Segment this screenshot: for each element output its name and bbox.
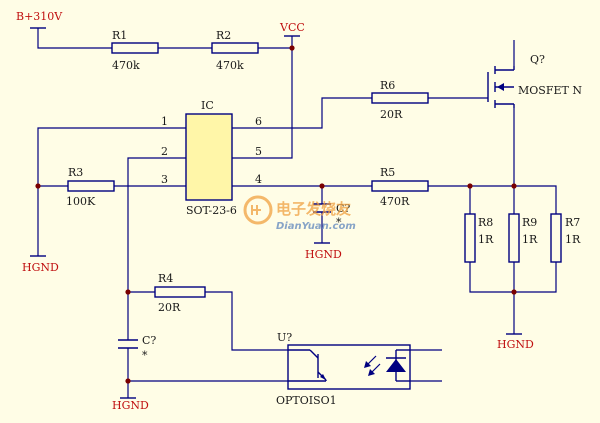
resistor-r3: R3 100K: [66, 166, 115, 208]
opto-type: OPTOISO1: [276, 394, 337, 407]
net-label-hgnd: HGND: [305, 248, 342, 261]
ic-package: SOT-23-6: [186, 204, 237, 217]
hgnd-symbol-left: HGND: [22, 255, 59, 274]
resistor-r2: R2 470k: [211, 29, 259, 72]
resistor-r1: R1 470k: [111, 29, 159, 72]
hgnd-symbol-right: HGND: [497, 333, 534, 351]
ic-pin-number: 3: [161, 173, 168, 186]
resistor-value: 470k: [216, 59, 244, 72]
resistor-r5: R5 470R: [371, 166, 429, 208]
resistor-value: 100K: [66, 195, 96, 208]
watermark-logo-icon: [243, 195, 273, 225]
resistor-ref: R5: [380, 166, 395, 179]
mosfet-n: Q? MOSFET N: [487, 53, 582, 108]
ic-sot23-6: IC SOT-23-6 1 2 3 4 5 6: [161, 99, 262, 217]
watermark: 电子发烧友 DianYuan.com: [243, 195, 356, 232]
resistor-ref: R2: [216, 29, 231, 42]
hgnd-symbol-bottom: HGND: [112, 397, 149, 412]
resistor-ref: R1: [112, 29, 127, 42]
junction-dot: [125, 378, 131, 384]
resistor-ref: R9: [522, 216, 537, 229]
net-label-hgnd: HGND: [112, 399, 149, 412]
capacitor-ref: C?: [142, 334, 156, 347]
resistor-ref: R4: [158, 272, 173, 285]
capacitor-ref: C?: [336, 202, 350, 215]
junction-dot: [511, 289, 517, 295]
ic-pin-number: 5: [255, 145, 262, 158]
junction-dot: [289, 45, 295, 51]
net-label-vcc: VCC: [279, 21, 305, 34]
resistor-r8: R8 1R: [464, 213, 494, 263]
led: [386, 349, 410, 382]
resistor-ref: R3: [68, 166, 83, 179]
capacitor-value: *: [336, 216, 342, 229]
ic-ref: IC: [201, 99, 214, 112]
resistor-r7: R7 1R: [550, 213, 581, 263]
capacitor-left: C? *: [118, 334, 156, 362]
resistor-value: 470R: [380, 195, 410, 208]
light-arrows: [364, 355, 381, 376]
ic-body: [185, 113, 233, 201]
net-label-hgnd: HGND: [22, 261, 59, 274]
junction-dot: [467, 183, 473, 189]
junctions: [35, 45, 517, 384]
resistor-ref: R7: [565, 216, 580, 229]
opto-ref: U?: [277, 331, 292, 344]
ic-pin-number: 4: [255, 173, 262, 186]
resistor-value: 1R: [522, 233, 538, 246]
hgnd-symbol-cap: HGND: [305, 242, 342, 261]
junction-dot: [35, 183, 41, 189]
resistor-value: 20R: [158, 301, 181, 314]
resistor-value: 1R: [478, 233, 494, 246]
ic-pin-number: 1: [161, 115, 168, 128]
junction-dot: [125, 289, 131, 295]
net-label-hgnd: HGND: [497, 338, 534, 351]
resistor-value: 470k: [112, 59, 140, 72]
junction-dot: [511, 183, 517, 189]
net-label-b310v: B+310V: [16, 10, 63, 23]
resistor-ref: R6: [380, 79, 395, 92]
resistor-r9: R9 1R: [508, 213, 538, 263]
b310v-power-symbol: B+310V: [16, 10, 63, 29]
vcc-power-symbol: VCC: [279, 21, 305, 37]
resistor-value: 1R: [565, 233, 581, 246]
mosfet-type: MOSFET N: [518, 84, 582, 97]
watermark-site: DianYuan.com: [276, 221, 356, 232]
resistor-value: 20R: [380, 108, 403, 121]
mosfet-ref: Q?: [530, 53, 545, 66]
resistor-r6: R6 20R: [371, 79, 429, 121]
watermark-chinese: 电子发烧友: [276, 200, 351, 218]
capacitor-pin4: C? *: [313, 202, 350, 229]
capacitor-value: *: [142, 349, 148, 362]
opto-body: [287, 344, 411, 390]
junction-dot: [319, 183, 325, 189]
resistor-r4: R4 20R: [154, 272, 206, 314]
ic-pin-number: 6: [255, 115, 262, 128]
phototransistor: [288, 349, 327, 382]
resistor-ref: R8: [478, 216, 493, 229]
ic-pin-number: 2: [161, 145, 168, 158]
optocoupler: U? OPTOISO1: [276, 331, 411, 407]
